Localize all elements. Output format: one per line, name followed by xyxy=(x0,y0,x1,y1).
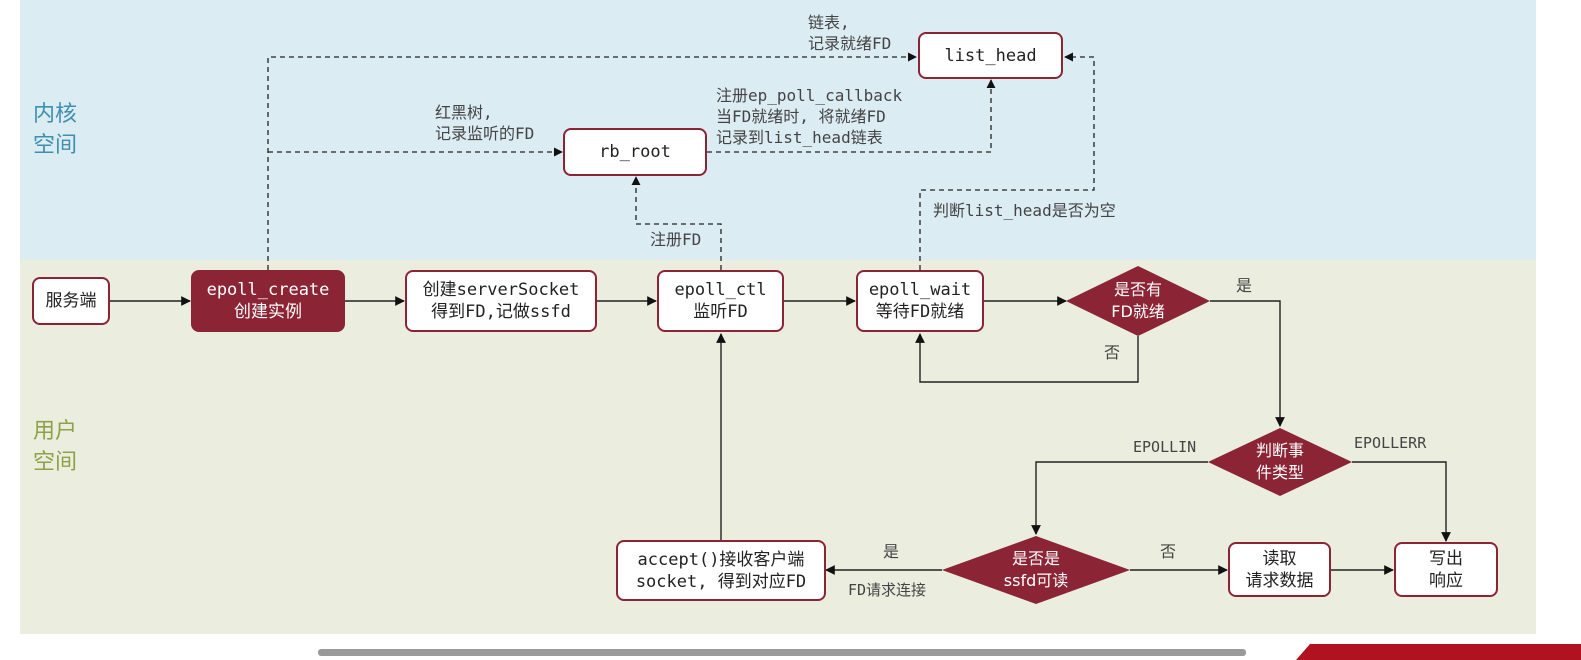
fd-connect-request-label: FD请求连接 xyxy=(848,581,927,599)
edge-wait-to-list-head xyxy=(919,52,1095,270)
rb-root-node: rb_root xyxy=(563,128,707,176)
list-head-node: list_head xyxy=(918,32,1063,79)
fd-ready-diamond xyxy=(1066,266,1210,336)
red-black-tree-note: 红黑树, 记录监听的FD xyxy=(435,103,535,143)
epollin-label: EPOLLIN xyxy=(1133,438,1197,456)
corner-banner-tip xyxy=(1296,644,1310,660)
kernel-space-zone xyxy=(20,0,1536,260)
edge-epollin xyxy=(1031,461,1208,535)
horizontal-scrollbar[interactable] xyxy=(318,649,1246,656)
epoll-create-node: epoll_create 创建实例 xyxy=(191,270,345,332)
edge-ready-yes xyxy=(1210,300,1285,427)
user-space-label: 用户 空间 xyxy=(33,419,78,475)
ready-no-label: 否 xyxy=(1104,343,1121,362)
fd-ready-decision-label: 是否有 FD就绪 xyxy=(1111,280,1165,321)
edge-ctl-to-rb-root xyxy=(631,176,722,270)
epollerr-label: EPOLLERR xyxy=(1354,434,1427,452)
kernel-space-label: 内核 空间 xyxy=(33,102,78,158)
read-request-node: 读取 请求数据 xyxy=(1228,542,1331,597)
edge-ready-no-loop xyxy=(915,333,1139,383)
accept-node: accept()接收客户端 socket, 得到对应FD xyxy=(616,540,826,601)
edge-rb-root-to-list-head xyxy=(707,79,996,153)
epoll-wait-node: epoll_wait 等待FD就绪 xyxy=(856,270,984,332)
create-server-socket-node: 创建serverSocket 得到FD,记做ssfd xyxy=(405,270,597,332)
ssfd-no-label: 否 xyxy=(1160,542,1177,561)
register-callback-note: 注册ep_poll_callback 当FD就绪时, 将就绪FD 记录到list… xyxy=(716,86,903,147)
write-response-node: 写出 响应 xyxy=(1394,542,1498,597)
ssfd-readable-decision-label: 是否是 ssfd可读 xyxy=(1003,549,1069,590)
ready-yes-label: 是 xyxy=(1236,276,1253,295)
linked-list-note: 链表, 记录就绪FD xyxy=(808,13,892,53)
corner-banner xyxy=(1310,644,1581,660)
edge-epollerr xyxy=(1352,461,1451,542)
check-list-head-note: 判断list_head是否为空 xyxy=(933,201,1116,220)
server-node: 服务端 xyxy=(32,277,110,325)
register-fd-note: 注册FD xyxy=(650,230,702,249)
ssfd-readable-diamond xyxy=(942,536,1130,604)
event-type-diamond xyxy=(1208,428,1352,496)
ssfd-yes-label: 是 xyxy=(883,542,900,561)
epoll-ctl-node: epoll_ctl 监听FD xyxy=(657,270,784,332)
event-type-decision-label: 判断事 件类型 xyxy=(1255,441,1304,482)
